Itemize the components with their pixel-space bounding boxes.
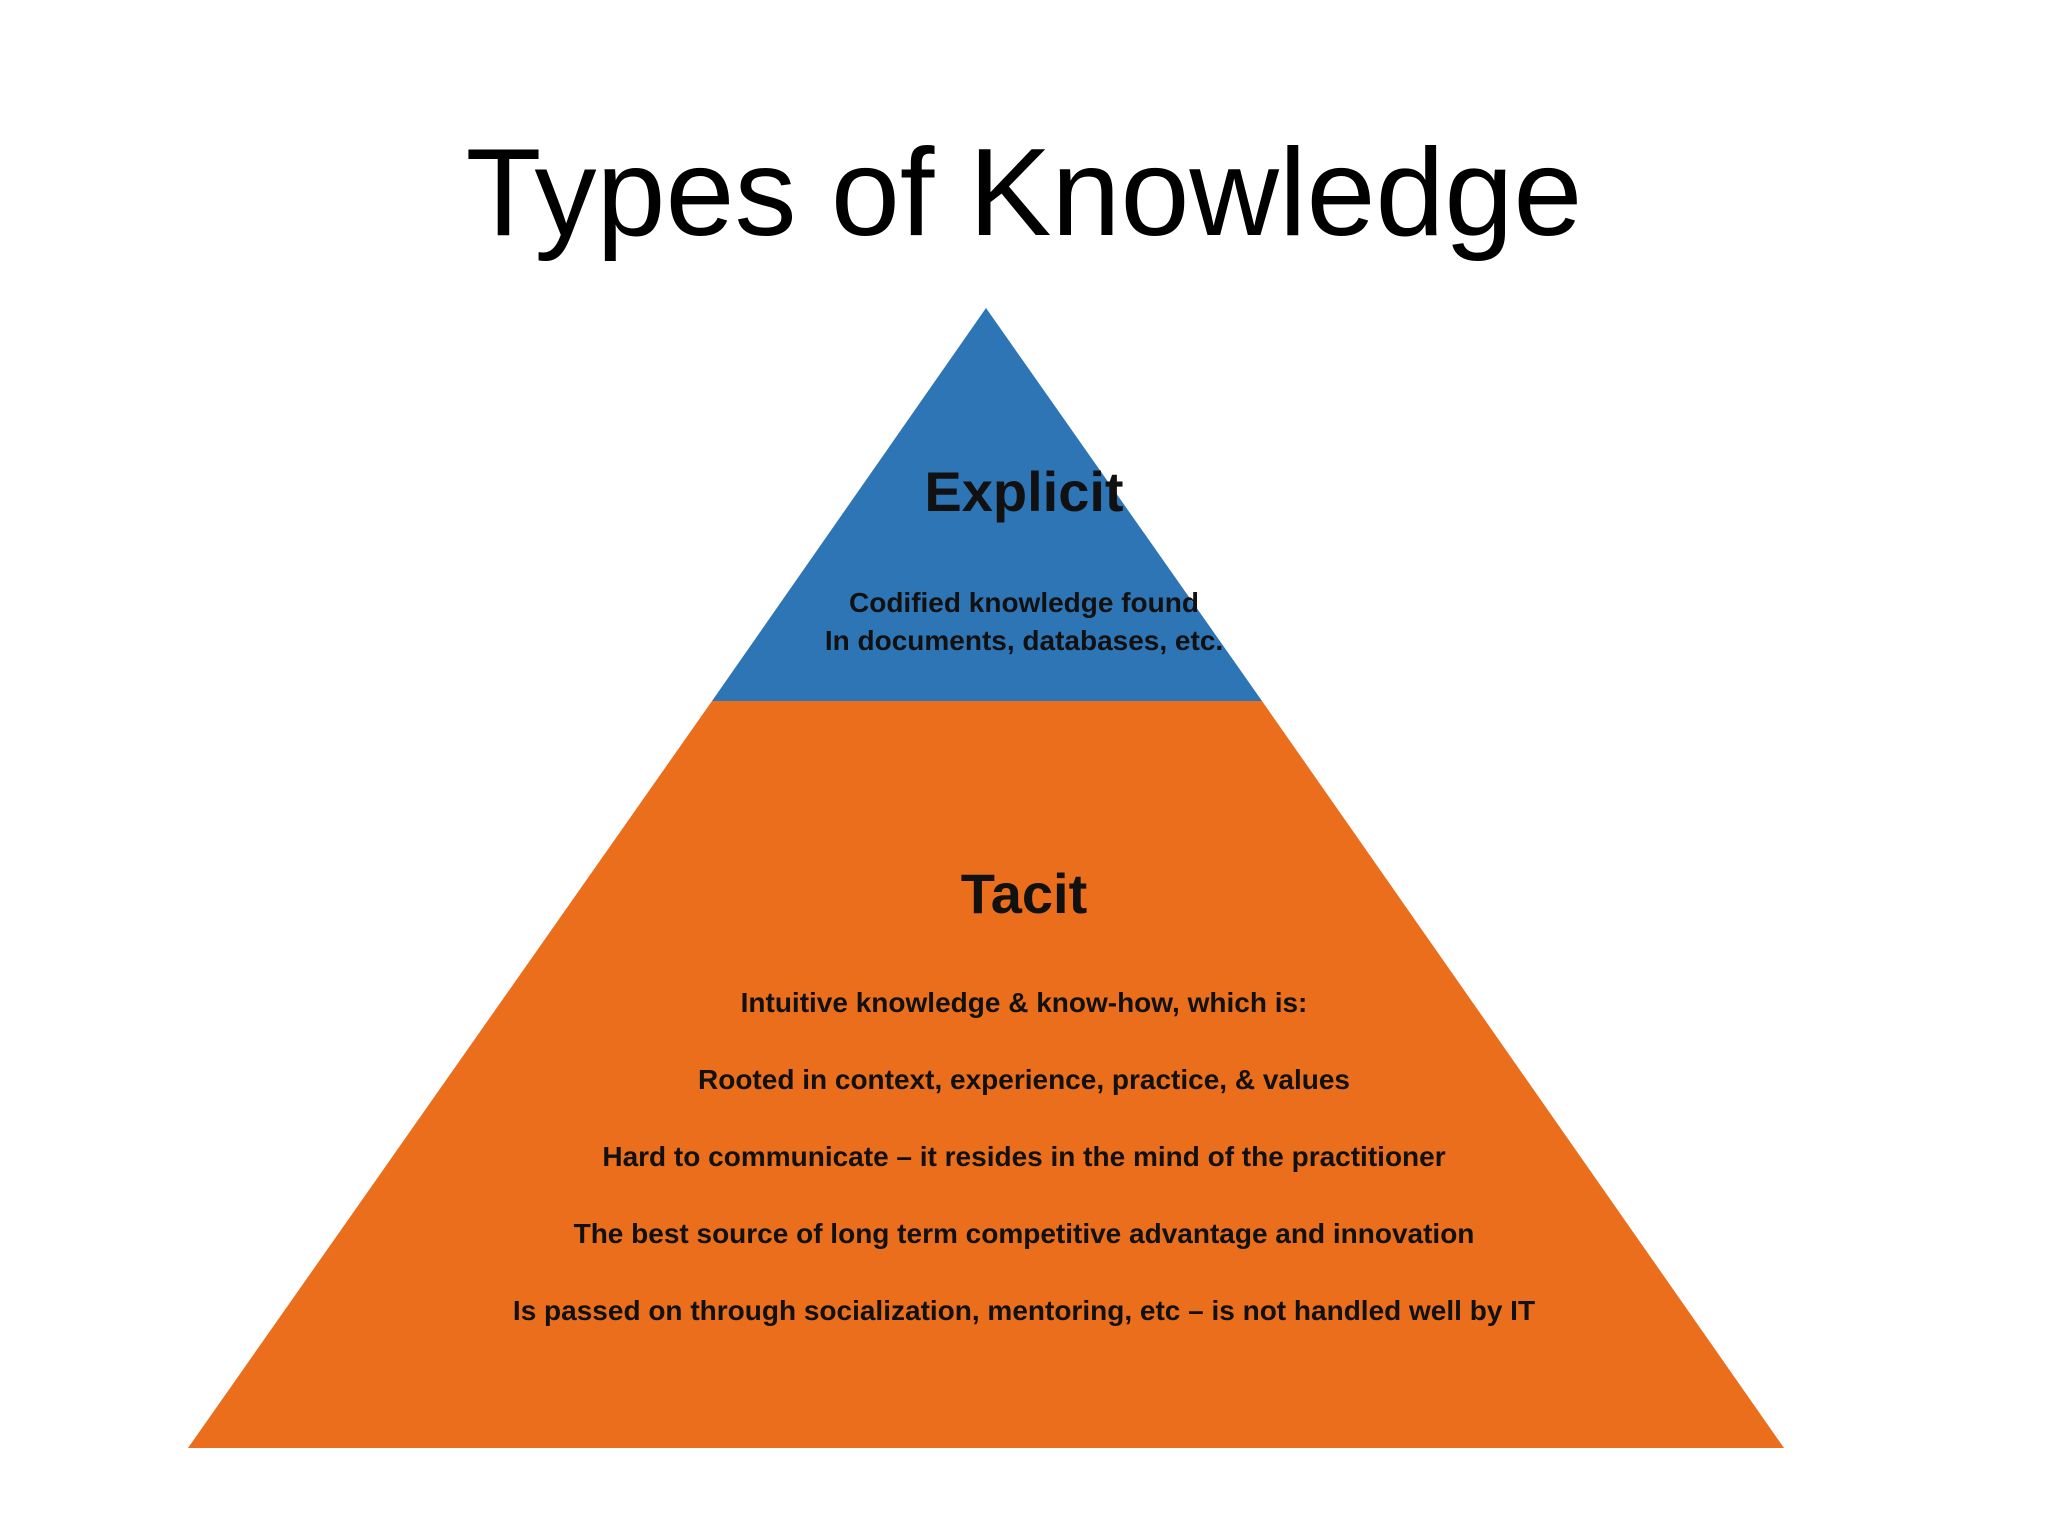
tacit-description-line: Is passed on through socialization, ment… (512, 1295, 1536, 1326)
explicit-description-line: Codified knowledge found (849, 587, 1199, 618)
explicit-layer (712, 308, 1262, 701)
tacit-description-line: Rooted in context, experience, practice,… (698, 1064, 1350, 1095)
explicit-heading: Explicit (924, 460, 1124, 523)
tacit-description-line: Intuitive knowledge & know-how, which is… (740, 987, 1308, 1018)
tacit-heading: Tacit (960, 862, 1088, 925)
page-title: Types of Knowledge (465, 124, 1583, 262)
tacit-description-line: The best source of long term competitive… (573, 1218, 1475, 1249)
tacit-description-line: Hard to communicate – it resides in the … (602, 1141, 1446, 1172)
explicit-description-line: In documents, databases, etc. (824, 625, 1224, 656)
tacit-layer (188, 701, 1784, 1448)
